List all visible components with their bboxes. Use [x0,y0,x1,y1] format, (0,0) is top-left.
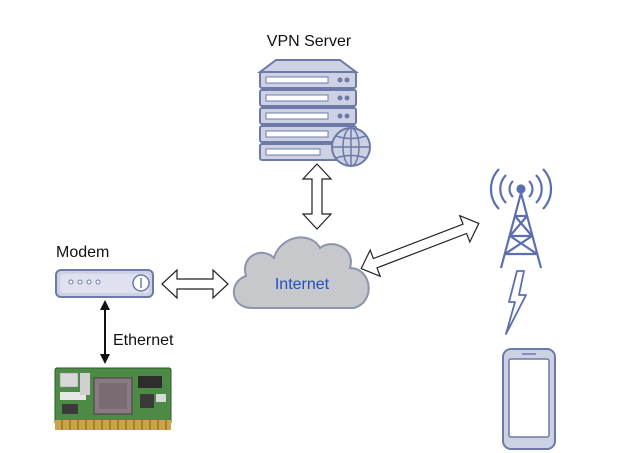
circuit-board-icon [54,367,172,430]
ethernet-connector [100,300,110,364]
modem-cloud-arrow [161,268,229,300]
cell-tower-icon [489,168,553,269]
modem-icon [55,269,154,298]
cloud-icon [232,236,370,309]
smartphone-icon [502,348,556,450]
internet-label: Internet [275,276,330,293]
modem-label: Modem [56,244,109,261]
ethernet-label: Ethernet [113,332,174,349]
lightning-icon [505,270,527,335]
vpn-server-label: VPN Server [267,33,352,50]
globe-icon [331,127,371,167]
cloud-tower-arrow [360,214,480,278]
server-cloud-arrow [301,163,333,230]
